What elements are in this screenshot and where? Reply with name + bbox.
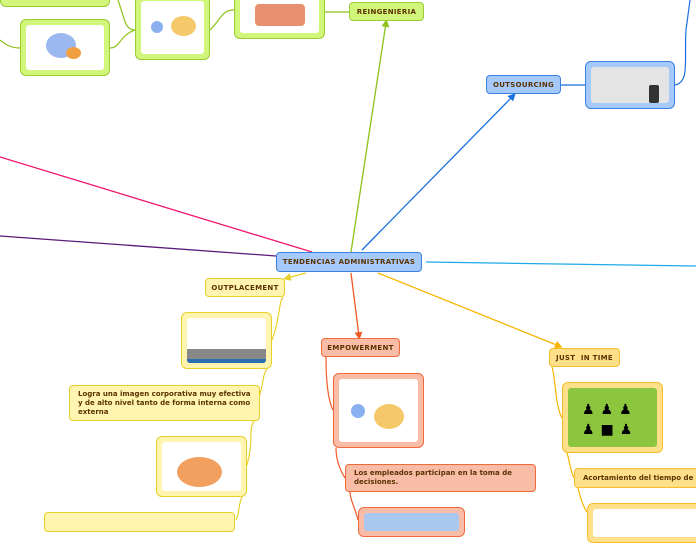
topic-reingenieria[interactable]: REINGENIERIA — [349, 2, 424, 21]
puzzle-image — [26, 25, 104, 70]
image-node-puzzle[interactable] — [20, 19, 110, 76]
line-purple-branch — [0, 235, 277, 257]
empowerment-image — [339, 379, 418, 442]
reingenieria-node-partial[interactable] — [0, 0, 110, 7]
connector-lines — [0, 0, 696, 520]
topic-just-in-time[interactable]: JUST IN TIME — [549, 348, 620, 367]
topic-label: REINGENIERIA — [356, 7, 417, 16]
line-cyan-branch — [425, 261, 696, 267]
wall-image — [591, 67, 669, 103]
image-node-team[interactable] — [234, 0, 325, 39]
image-node-logistics[interactable]: ♟♟♟♟■♟ — [562, 382, 663, 453]
line-empowerment — [350, 272, 363, 340]
central-topic[interactable]: TENDENCIAS ADMINISTRATIVAS — [276, 252, 422, 272]
line-reingenieria — [350, 19, 390, 253]
topic-outplacement[interactable]: OUTPLACEMENT — [205, 278, 285, 297]
text-node-just-in-time[interactable]: Acortamiento del tiempo de e — [574, 468, 696, 488]
line-outsourcing — [361, 93, 516, 251]
line-outplacement — [283, 272, 307, 281]
line-just-in-time — [377, 272, 563, 349]
meeting-image — [162, 442, 241, 491]
topic-label: JUST IN TIME — [556, 353, 613, 362]
topic-label: EMPOWERMENT — [327, 343, 394, 352]
topic-label: OUTPLACEMENT — [211, 283, 279, 292]
growth-image — [141, 1, 204, 54]
image-node-partial[interactable] — [358, 507, 465, 537]
topic-outsourcing[interactable]: OUTSOURCING — [486, 75, 561, 94]
image-node-empowerment[interactable] — [333, 373, 424, 448]
topic-label: OUTSOURCING — [492, 80, 555, 89]
image-node-meeting[interactable] — [156, 436, 247, 497]
logistics-image: ♟♟♟♟■♟ — [568, 388, 657, 447]
team-image — [240, 0, 319, 33]
topic-empowerment[interactable]: EMPOWERMENT — [321, 338, 400, 357]
image-node-presentation[interactable] — [181, 312, 272, 369]
text-node-empowerment[interactable]: Los empleados participan en la toma de d… — [345, 464, 536, 492]
central-topic-label: TENDENCIAS ADMINISTRATIVAS — [282, 258, 416, 266]
image-node-growth[interactable] — [135, 0, 210, 60]
image-node-partial-jit[interactable] — [587, 503, 696, 543]
line-pink-branch — [0, 156, 313, 253]
text-node-partial[interactable] — [44, 512, 235, 532]
outplacement-description: Logra una imagen corporativa muy efectiv… — [78, 389, 251, 416]
empowerment-description: Los empleados participan en la toma de d… — [354, 469, 512, 486]
just-in-time-description: Acortamiento del tiempo de e — [583, 473, 696, 482]
image-node-outsourcing[interactable] — [585, 61, 675, 109]
presentation-image — [187, 318, 266, 363]
text-node-outplacement[interactable]: Logra una imagen corporativa muy efectiv… — [69, 385, 260, 421]
